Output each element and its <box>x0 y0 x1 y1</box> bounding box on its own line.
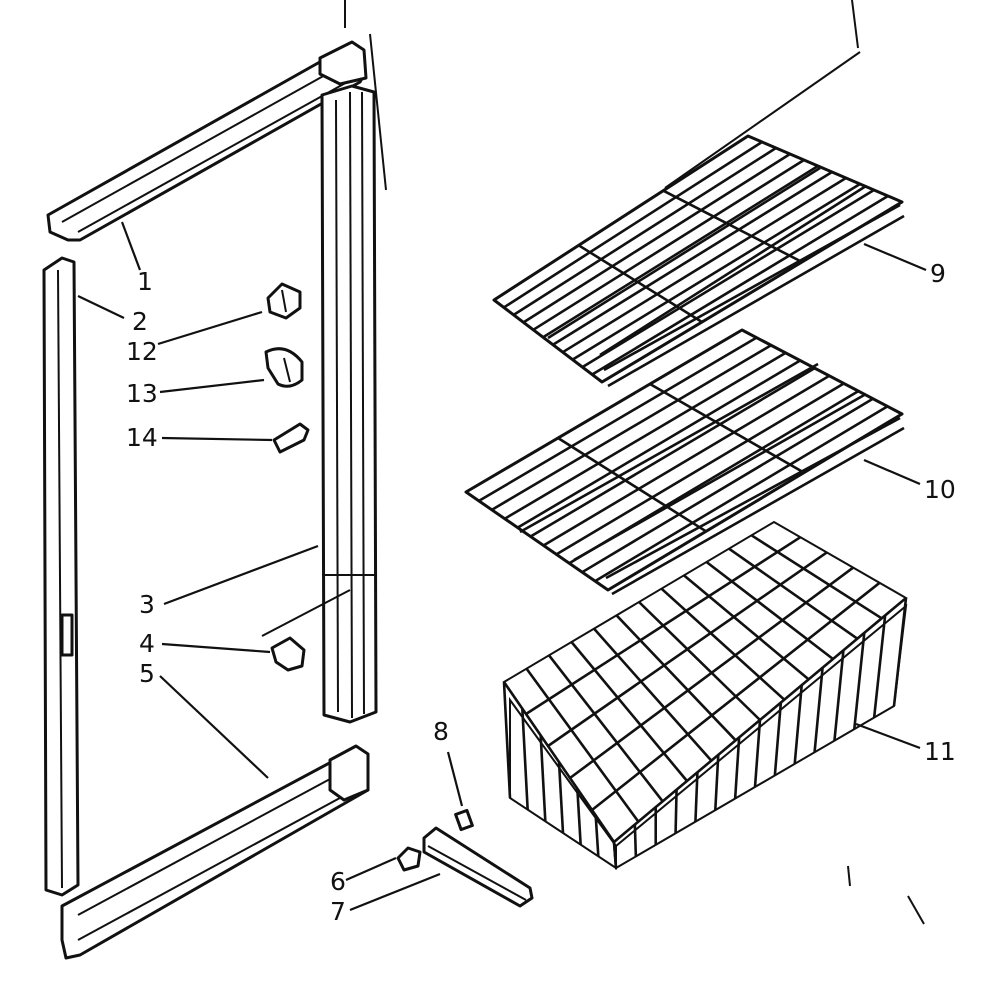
shelf-9-crosswire <box>591 194 889 376</box>
part-12-clip <box>266 282 302 320</box>
shelf-9-longwire <box>662 189 803 264</box>
reference-line <box>907 895 925 925</box>
basket-inner-wire <box>660 587 786 701</box>
shelf-9-crosswire <box>512 146 777 317</box>
shelf-9-crosswire <box>571 182 861 361</box>
basket-front-wire <box>557 761 565 834</box>
basket-side-wire <box>753 719 762 788</box>
callout-12: 12 <box>126 337 158 366</box>
part-13-bracket <box>264 347 304 388</box>
reference-line <box>664 51 861 189</box>
callout-2: 2 <box>132 307 148 336</box>
basket-side-wire <box>733 737 741 799</box>
callout-1: 1 <box>137 267 153 296</box>
basket-inner-wire <box>525 536 802 716</box>
basket-side-wire <box>674 789 678 834</box>
basket-side-wire <box>773 702 783 776</box>
basket-inner-wire <box>547 551 828 748</box>
door-right-trim <box>320 84 378 724</box>
basket-inner-wire <box>570 641 688 782</box>
part-7-hinge-arm <box>422 826 534 908</box>
shelf-10-longwire <box>649 382 805 474</box>
basket-front-wire <box>576 788 582 845</box>
shelf-9-longwire <box>577 244 703 324</box>
basket-inner-wire <box>569 566 854 780</box>
part-8-pin <box>454 808 474 832</box>
reference-line <box>369 33 387 191</box>
callout-9: 9 <box>930 259 946 288</box>
basket-inner-wire <box>683 574 810 681</box>
reference-line <box>847 865 851 887</box>
basket-side-wire <box>833 650 845 741</box>
callout-7: 7 <box>330 897 346 926</box>
basket-inner-wire <box>728 547 859 640</box>
part-6-screw <box>396 846 422 872</box>
door-bottom-trim <box>60 744 370 960</box>
shelf-10-crosswire <box>568 389 860 565</box>
shelf-10-crosswire <box>529 367 816 538</box>
basket-side-wire <box>713 754 720 811</box>
basket-inner-wire <box>638 601 761 721</box>
shelf-9-crosswire <box>542 164 819 339</box>
door-top-trim <box>46 40 368 242</box>
shelf-10-crosswire <box>542 374 830 547</box>
basket-inner-wire <box>547 654 664 803</box>
callout-11: 11 <box>924 737 956 766</box>
shelf-9-crosswire <box>532 158 805 331</box>
shelf-9-crosswire <box>562 176 847 354</box>
basket-front-wire <box>594 815 600 857</box>
shelf-9-crosswire <box>503 140 763 309</box>
basket-side-wire <box>852 632 866 730</box>
part-9-shelf <box>492 134 905 388</box>
part-4-hinge <box>261 589 351 672</box>
basket-side-wire <box>872 615 887 718</box>
shelf-10-longwire <box>557 436 707 533</box>
callout-3: 3 <box>139 590 155 619</box>
callout-10: 10 <box>924 475 956 504</box>
callout-6: 6 <box>330 867 346 896</box>
part-11-basket <box>502 520 908 870</box>
shelf-10-crosswire <box>555 382 845 556</box>
shelf-10-crosswire <box>581 397 874 574</box>
basket-inner-wire <box>750 534 883 620</box>
door-left-trim <box>42 256 80 897</box>
shelf-10-crosswire <box>491 344 772 511</box>
basket-front-wire <box>539 735 547 822</box>
shelf-10-crosswire <box>478 336 758 503</box>
callout-14: 14 <box>126 423 158 452</box>
part-10-shelf <box>464 328 905 596</box>
shelf-10-crosswire <box>594 405 889 583</box>
basket-front-wire <box>502 681 512 799</box>
shelf-9-crosswire <box>522 152 791 324</box>
callout-13: 13 <box>126 379 158 408</box>
callout-4: 4 <box>139 629 155 658</box>
part-14-pin <box>272 422 310 454</box>
callout-8: 8 <box>433 717 449 746</box>
basket-inner-wire <box>593 627 713 762</box>
basket-side-wire <box>633 824 638 857</box>
basket-side-wire <box>694 772 699 822</box>
basket-side-wire <box>892 597 908 707</box>
shelf-9-crosswire <box>552 170 833 346</box>
shelf-10-crosswire <box>516 359 801 529</box>
reference-line <box>851 0 859 49</box>
basket-front-wire <box>521 708 529 810</box>
basket-inner-wire <box>615 614 737 742</box>
basket-inner-wire <box>525 667 640 823</box>
basket-side-wire <box>813 667 824 753</box>
basket-inner-wire <box>591 581 881 812</box>
shelf-10-crosswire <box>504 351 787 520</box>
shelf-9-crosswire <box>581 188 875 369</box>
leader-lines <box>77 221 927 912</box>
callout-5: 5 <box>139 659 155 688</box>
basket-inner-wire <box>705 560 834 661</box>
basket-front-wire <box>612 841 618 869</box>
basket-side-wire <box>793 685 804 764</box>
